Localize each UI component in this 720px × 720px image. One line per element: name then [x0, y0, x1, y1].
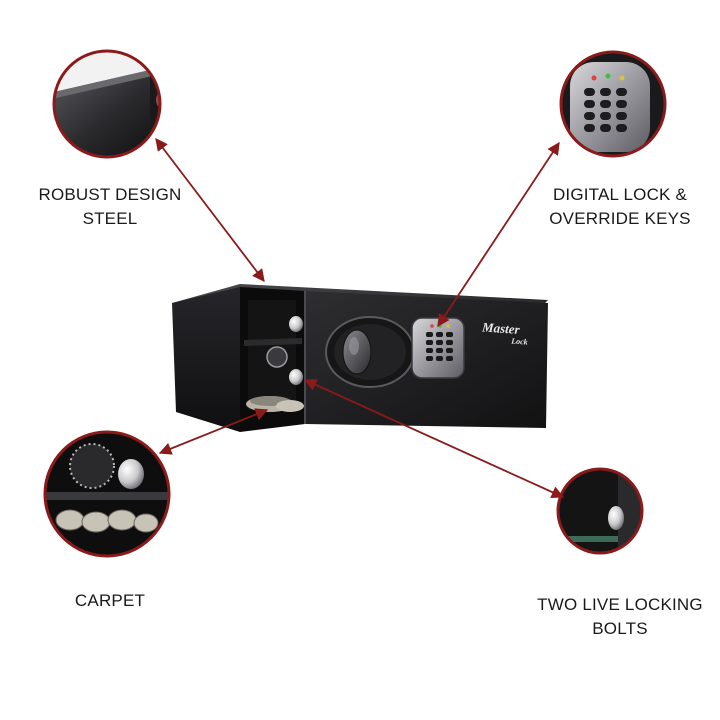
interior-dial [266, 346, 288, 368]
keypad-buttons [426, 332, 453, 361]
interior-shelf [244, 338, 302, 346]
brand-logo-line1: Master [481, 319, 521, 337]
callout-keypad-line1: DIGITAL LOCK & [552, 185, 688, 204]
callout-keypad-line2: OVERRIDE KEYS [549, 209, 691, 228]
callout-label-carpet: CARPET [55, 589, 165, 613]
arrow-steel [155, 137, 265, 283]
locking-bolt-lower [289, 369, 303, 385]
callout-label-bolts: TWO LIVE LOCKING BOLTS [520, 593, 720, 641]
callout-steel-line1: ROBUST DESIGN [38, 185, 182, 204]
callout-label-steel: ROBUST DESIGN STEEL [22, 183, 198, 231]
carpet-rolls [246, 396, 304, 412]
brand-logo-line2: Lock [510, 336, 528, 346]
callout-steel-line2: STEEL [82, 209, 138, 228]
detail-circle-keypad [559, 50, 667, 158]
safe: Master Lock [172, 284, 548, 432]
locking-bolt-upper [289, 316, 303, 332]
keypad-leds [430, 324, 450, 328]
door-handle [342, 329, 372, 375]
callout-bolts-line2: BOLTS [592, 619, 648, 638]
arrow-keypad [437, 141, 560, 328]
callout-bolts-line1: TWO LIVE LOCKING [537, 595, 703, 614]
callout-label-keypad: DIGITAL LOCK & OVERRIDE KEYS [530, 183, 710, 231]
detail-circle-steel [52, 49, 162, 159]
callout-carpet-line1: CARPET [74, 591, 146, 610]
safe-left-side [172, 287, 240, 432]
detail-circle-bolts [556, 467, 644, 555]
arrow-bolts [303, 378, 565, 499]
detail-circle-carpet [43, 430, 171, 558]
callout-arrows [155, 137, 565, 499]
arrow-carpet [158, 408, 269, 455]
